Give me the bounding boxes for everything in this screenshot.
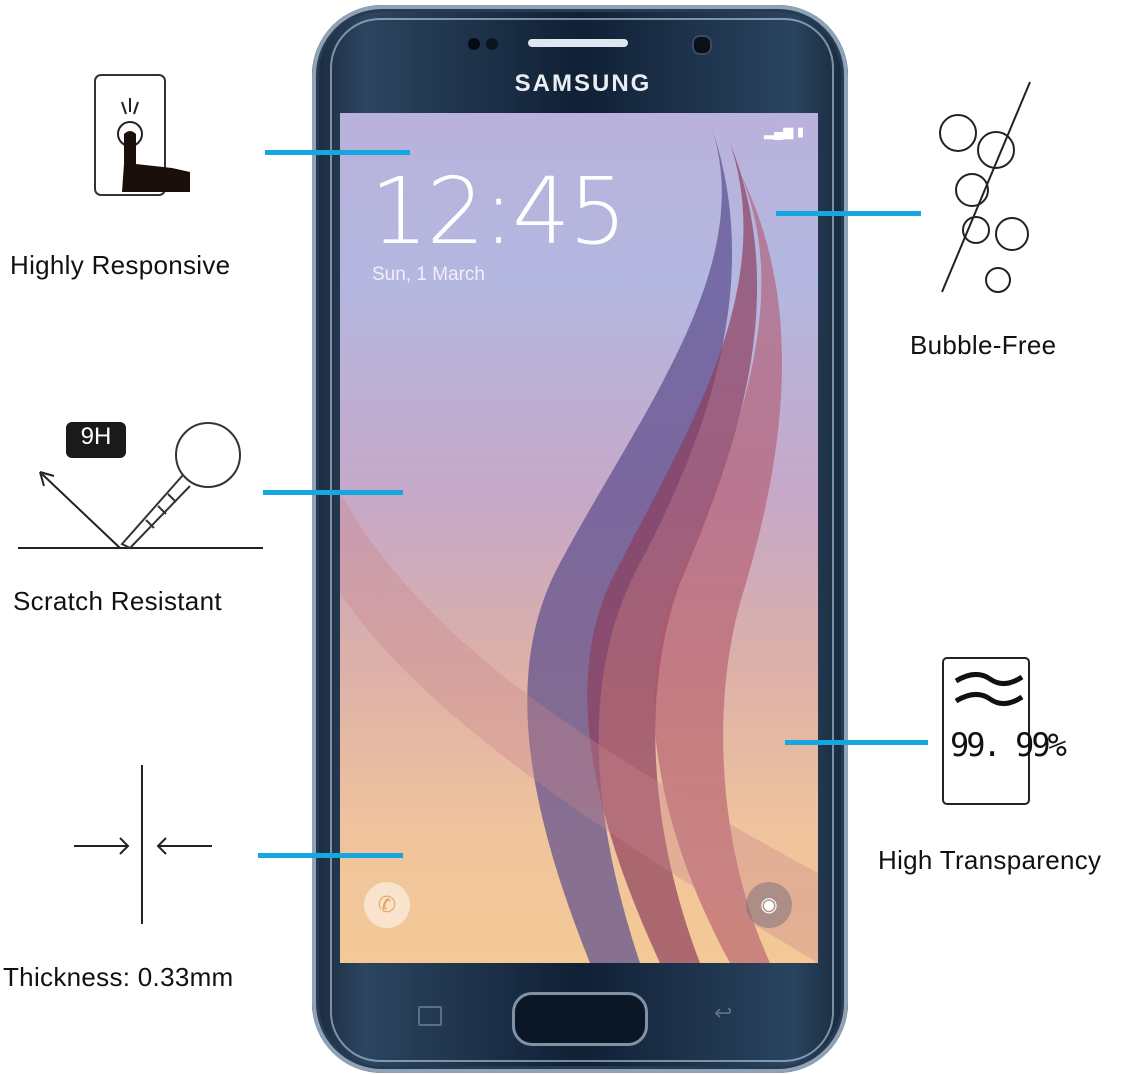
callout-line-thickness (258, 853, 403, 858)
touch-finger-icon (94, 74, 190, 196)
key-scratch-icon (18, 422, 263, 550)
front-camera (692, 35, 712, 55)
back-icon[interactable]: ↩ (714, 1000, 733, 1025)
callout-line-bubble (776, 211, 921, 216)
home-button[interactable] (512, 992, 648, 1046)
brand-logo: SAMSUNG (514, 70, 652, 97)
camera-shortcut-icon[interactable]: ◉ (746, 882, 792, 928)
hardness-badge: 9H (80, 423, 112, 450)
callout-line-scratch (263, 490, 403, 495)
screen-protector-outline (330, 18, 834, 1062)
transparency-card-icon (942, 657, 1030, 805)
thickness-arrows-icon (74, 765, 212, 924)
callout-line-responsive (265, 150, 410, 155)
phone-screen (340, 113, 818, 963)
callout-line-transparency (785, 740, 928, 745)
feature-label-scratch: Scratch Resistant (13, 586, 222, 616)
transparency-value: 99. 99% (950, 726, 1067, 764)
bubbles-icon (939, 81, 1031, 293)
feature-label-responsive: Highly Responsive (10, 250, 231, 280)
recent-apps-icon[interactable] (418, 1006, 442, 1026)
wallpaper-waves (340, 123, 818, 963)
feature-label-bubble: Bubble-Free (910, 330, 1057, 360)
feature-label-thickness: Thickness: 0.33mm (3, 962, 234, 992)
earpiece (528, 39, 628, 47)
signal-battery-icons: ▂▄▆ ▮ (764, 124, 804, 139)
lock-clock: 12:45 (370, 158, 627, 265)
sensor-dots (468, 38, 480, 50)
lock-date: Sun, 1 March (372, 264, 485, 285)
feature-label-transparency: High Transparency (878, 845, 1102, 875)
phone-shortcut-icon[interactable]: ✆ (364, 882, 410, 928)
